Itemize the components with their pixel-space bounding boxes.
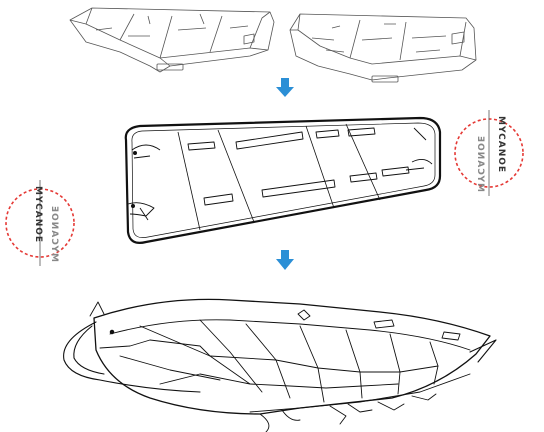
brand-stamp-right: MYCANOE MYCANOE <box>454 110 524 196</box>
stamp-text-left-b: MYCANOE <box>49 205 59 262</box>
unfolded-hull-panel <box>124 116 442 244</box>
folded-bag-left <box>69 7 275 73</box>
assembled-canoe <box>63 298 497 432</box>
stamp-text-left-a: MYCANOE <box>33 186 43 243</box>
folded-bag-right <box>289 13 477 83</box>
brand-stamp-left: MYCANOE MYCANOE <box>5 180 75 266</box>
down-arrow-icon <box>276 78 294 97</box>
down-arrow-icon <box>276 250 294 270</box>
stamp-text-right-a: MYCANOE <box>496 116 506 173</box>
stamp-text-right-b: MYCANOE <box>475 135 485 192</box>
